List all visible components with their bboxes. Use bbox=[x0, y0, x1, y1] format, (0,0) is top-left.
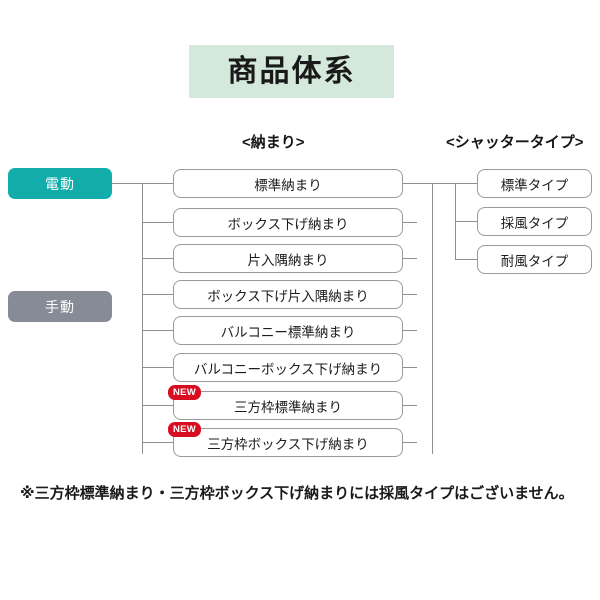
connector-osamari-8-right bbox=[403, 442, 417, 443]
connector-osamari-trunk bbox=[142, 183, 143, 454]
osamari-node[interactable]: 三方枠ボックス下げ納まり bbox=[173, 428, 403, 457]
connector-osamari-6-right bbox=[403, 367, 417, 368]
connector-osamari-4-right bbox=[403, 294, 417, 295]
connector-branch-osamari-2 bbox=[142, 222, 173, 223]
page-title: 商品体系 bbox=[227, 54, 356, 88]
osamari-node[interactable]: 片入隅納まり bbox=[173, 244, 403, 273]
mode-button-denki[interactable]: 電動 bbox=[8, 168, 112, 199]
connector-branch-osamari-5 bbox=[142, 330, 173, 331]
connector-osamari-2-right bbox=[403, 222, 417, 223]
new-badge: NEW bbox=[168, 385, 201, 400]
shutter-type-node[interactable]: 採風タイプ bbox=[477, 207, 592, 236]
osamari-node[interactable]: 標準納まり bbox=[173, 169, 403, 198]
connector-branch-osamari-7 bbox=[142, 405, 173, 406]
page-title-band: 商品体系 bbox=[189, 45, 394, 98]
connector-denki-to-trunk bbox=[112, 183, 143, 184]
connector-osamari-1-right bbox=[403, 183, 433, 184]
connector-branch-osamari-4 bbox=[142, 294, 173, 295]
mode-button-shudou[interactable]: 手動 bbox=[8, 291, 112, 322]
connector-branch-osamari-6 bbox=[142, 367, 173, 368]
connector-osamari-5-right bbox=[403, 330, 417, 331]
connector-branch-osamari-1 bbox=[142, 183, 173, 184]
osamari-node[interactable]: 三方枠標準納まり bbox=[173, 391, 403, 420]
osamari-node[interactable]: ボックス下げ片入隅納まり bbox=[173, 280, 403, 309]
osamari-node[interactable]: バルコニーボックス下げ納まり bbox=[173, 353, 403, 382]
connector-osamari-3-right bbox=[403, 258, 417, 259]
footnote-text: ※三方枠標準納まり・三方枠ボックス下げ納まりには採風タイプはございません。 bbox=[20, 485, 574, 502]
osamari-node[interactable]: バルコニー標準納まり bbox=[173, 316, 403, 345]
connector-branch-shutter-2 bbox=[455, 221, 477, 222]
column-header-osamari: <納まり> bbox=[242, 134, 305, 151]
connector-shutter-top bbox=[432, 183, 477, 184]
connector-osamari-7-right bbox=[403, 405, 417, 406]
column-header-shutter-type: <シャッタータイプ> bbox=[446, 134, 584, 151]
connector-shutter-collector bbox=[432, 183, 433, 454]
connector-branch-shutter-3 bbox=[455, 259, 477, 260]
osamari-node[interactable]: ボックス下げ納まり bbox=[173, 208, 403, 237]
shutter-type-node[interactable]: 耐風タイプ bbox=[477, 245, 592, 274]
new-badge: NEW bbox=[168, 422, 201, 437]
connector-branch-osamari-8 bbox=[142, 442, 173, 443]
connector-branch-osamari-3 bbox=[142, 258, 173, 259]
shutter-type-node[interactable]: 標準タイプ bbox=[477, 169, 592, 198]
